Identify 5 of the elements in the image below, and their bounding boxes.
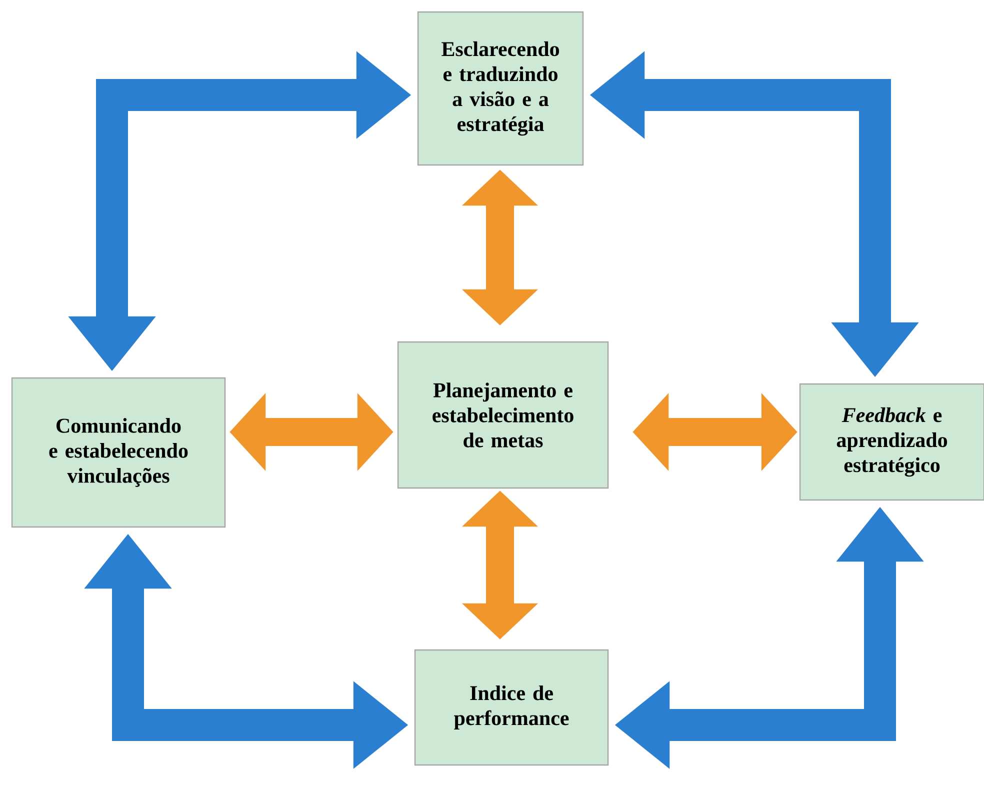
text-box: Feedback e aprendizado estratégico: [799, 383, 984, 501]
text-box: Esclarecendo e traduzindo a visão e a estratégia: [417, 11, 584, 166]
text-box: Indice de performance: [414, 649, 609, 766]
text-box: Comunicando e estabelecendo vinculações: [11, 377, 226, 528]
text-box: Planejamento e estabelecimento de metas: [397, 341, 609, 489]
